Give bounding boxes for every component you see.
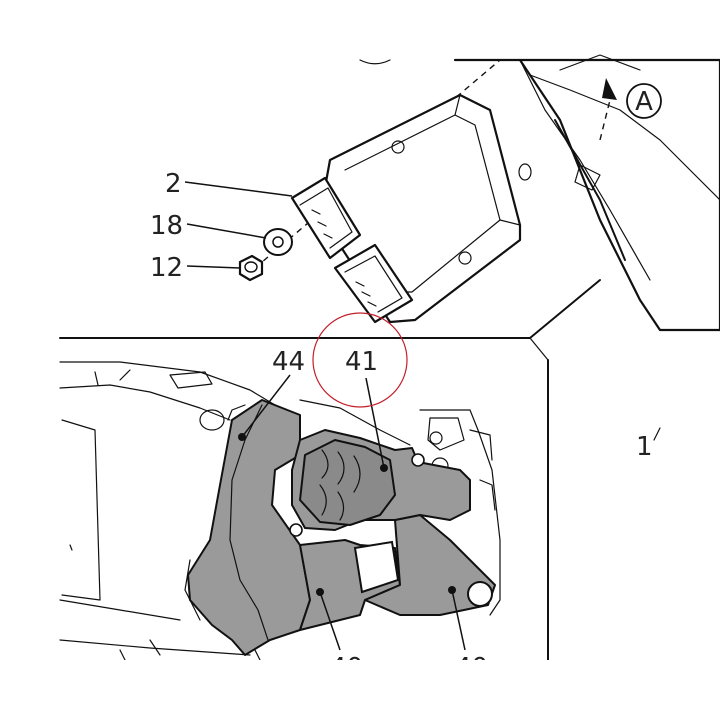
panel-opening (353, 540, 400, 594)
detail-frame (59, 279, 601, 661)
callout-2: 2 (165, 169, 293, 199)
panel-40-right (364, 514, 496, 616)
callout-partial-edge: 1 (636, 432, 653, 462)
nut (238, 254, 264, 282)
chassis-outline (59, 361, 501, 661)
callout-41-label: 41 (345, 347, 378, 377)
callout-12: 12 (150, 253, 241, 283)
callout-44: 44 (238, 347, 305, 441)
callout-2-label: 2 (165, 169, 182, 199)
frame-bracket (359, 54, 720, 332)
callout-44-label: 44 (272, 347, 305, 377)
callout-41: 41 (345, 347, 388, 472)
view-ref-label: A (635, 87, 653, 117)
heat-shield-41 (289, 429, 471, 537)
washer (263, 228, 293, 256)
control-module (290, 93, 522, 324)
edge-leader (653, 427, 661, 441)
bottom-mask (0, 660, 720, 720)
callout-18: 18 (150, 211, 267, 241)
callout-12-label: 12 (150, 253, 183, 283)
highlight-circle (312, 312, 408, 408)
callout-18-label: 18 (150, 211, 183, 241)
view-reference-a: A (626, 83, 662, 119)
